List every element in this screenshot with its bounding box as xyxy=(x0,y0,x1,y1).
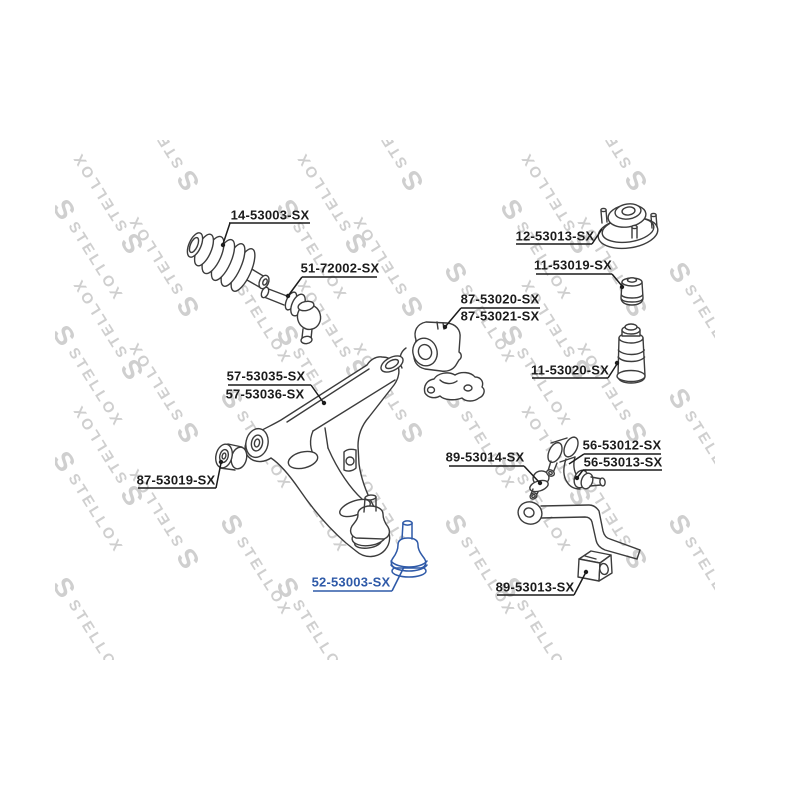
tie-rod-end-drawing xyxy=(260,286,322,345)
callout-lines xyxy=(138,222,662,596)
part-label-bump-stop: 11-53019-SX xyxy=(533,257,613,273)
ball-joint-highlight-drawing xyxy=(390,520,428,578)
strut-mount-drawing xyxy=(597,203,659,250)
control-arm-drawing xyxy=(244,355,404,558)
part-label-stabilizer-bar-bushing: 89-53013-SX xyxy=(495,579,575,595)
part-label-stabilizer-link-b: 56-53013-SX xyxy=(583,454,663,470)
stabilizer-link-drawing xyxy=(545,436,606,490)
part-label-stabilizer-link-a: 56-53012-SX xyxy=(582,437,662,453)
part-label-stabilizer-bushing-b: 87-53021-SX xyxy=(460,308,540,324)
link-grommet-drawing xyxy=(529,470,550,500)
strut-dust-boot-drawing xyxy=(616,323,646,384)
part-label-steering-rack-boot: 14-53003-SX xyxy=(230,207,310,223)
bump-stop-drawing xyxy=(620,277,644,306)
part-label-link-grommet: 89-53014-SX xyxy=(445,449,525,465)
stabilizer-bushing-drawing xyxy=(399,321,485,402)
part-label-tie-rod-end: 51-72002-SX xyxy=(300,260,380,276)
steering-rack-boot-drawing xyxy=(186,232,270,292)
part-label-control-arm-b: 57-53036-SX xyxy=(225,386,305,402)
part-label-ball-joint[interactable]: 52-53003-SX xyxy=(311,574,391,590)
part-label-control-arm-a: 57-53035-SX xyxy=(226,368,306,384)
part-label-arm-bushing: 87-53019-SX xyxy=(136,472,216,488)
part-label-stabilizer-bushing-a: 87-53020-SX xyxy=(460,291,540,307)
part-label-strut-mount: 12-53013-SX xyxy=(515,228,595,244)
stabilizer-bar-bushing-drawing xyxy=(577,550,613,582)
stabilizer-bar-drawing xyxy=(517,501,641,560)
part-label-strut-dust-boot: 11-53020-SX xyxy=(530,362,610,378)
